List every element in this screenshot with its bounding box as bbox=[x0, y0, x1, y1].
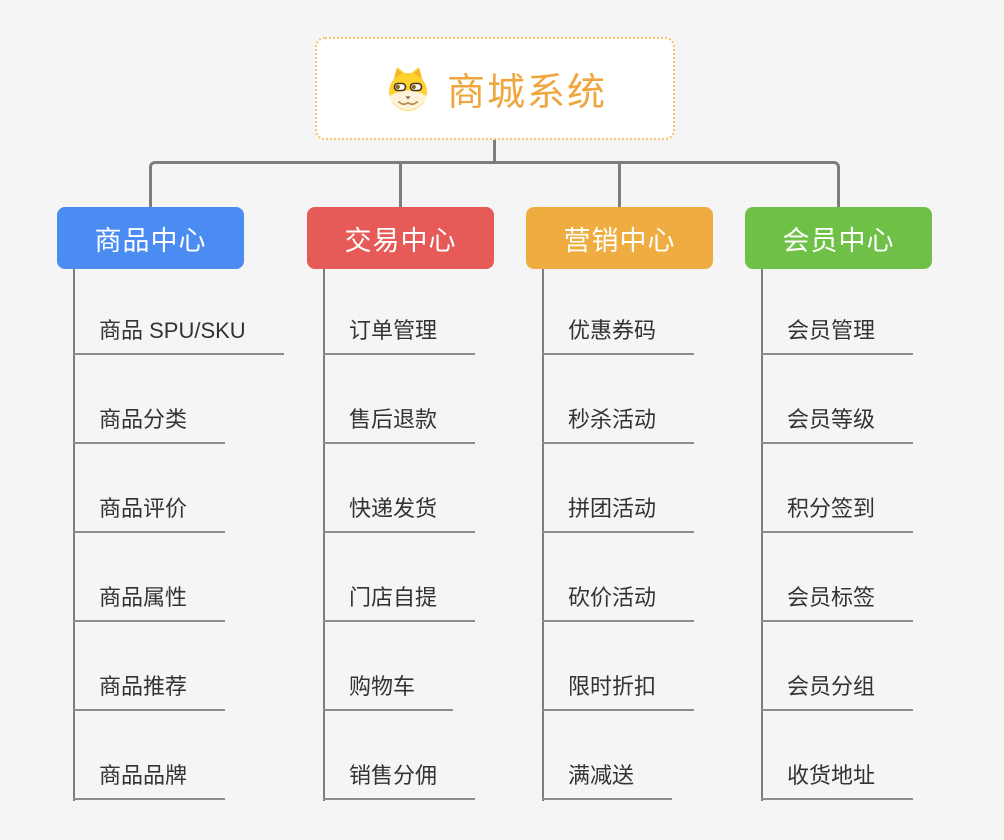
leaf-node[interactable]: 收货地址 bbox=[761, 761, 914, 800]
branch-column-member: 会员管理 会员等级 积分签到 会员标签 会员分组 收货地址 bbox=[745, 269, 985, 809]
trunk-connector bbox=[323, 269, 325, 801]
branch-node-trade[interactable]: 交易中心 bbox=[307, 207, 494, 269]
leaf-node[interactable]: 商品评价 bbox=[73, 494, 226, 533]
leaf-node[interactable]: 商品推荐 bbox=[73, 672, 226, 711]
branch-node-marketing[interactable]: 营销中心 bbox=[526, 207, 713, 269]
leaf-node[interactable]: 会员标签 bbox=[761, 583, 914, 622]
leaf-node[interactable]: 订单管理 bbox=[323, 316, 476, 355]
leaf-node[interactable]: 秒杀活动 bbox=[542, 405, 695, 444]
root-title: 商城系统 bbox=[446, 72, 607, 114]
leaf-node[interactable]: 购物车 bbox=[323, 672, 454, 711]
leaf-node[interactable]: 拼团活动 bbox=[542, 494, 695, 533]
root-node[interactable]: 商城系统 bbox=[315, 37, 675, 140]
leaf-node[interactable]: 门店自提 bbox=[323, 583, 476, 622]
branch-node-member[interactable]: 会员中心 bbox=[745, 207, 932, 269]
branch-column-product: 商品 SPU/SKU 商品分类 商品评价 商品属性 商品推荐 商品品牌 bbox=[57, 269, 297, 809]
root-stem-connector bbox=[493, 140, 496, 164]
branch-node-product[interactable]: 商品中心 bbox=[57, 207, 244, 269]
leaf-node[interactable]: 售后退款 bbox=[323, 405, 476, 444]
leaf-node[interactable]: 商品分类 bbox=[73, 405, 226, 444]
trunk-connector bbox=[542, 269, 544, 801]
drop-connector bbox=[399, 161, 402, 207]
drop-connector bbox=[618, 161, 621, 207]
trunk-connector bbox=[73, 269, 75, 801]
leaf-node[interactable]: 商品 SPU/SKU bbox=[73, 316, 284, 355]
leaf-node[interactable]: 积分签到 bbox=[761, 494, 914, 533]
leaf-node[interactable]: 商品属性 bbox=[73, 583, 226, 622]
branch-bus-connector bbox=[149, 161, 840, 207]
leaf-node[interactable]: 优惠券码 bbox=[542, 316, 695, 355]
leaf-node[interactable]: 砍价活动 bbox=[542, 583, 695, 622]
trunk-connector bbox=[761, 269, 763, 801]
branch-column-trade: 订单管理 售后退款 快递发货 门店自提 购物车 销售分佣 bbox=[307, 269, 547, 809]
doge-icon bbox=[388, 66, 427, 111]
leaf-node[interactable]: 会员分组 bbox=[761, 672, 914, 711]
leaf-node[interactable]: 会员等级 bbox=[761, 405, 914, 444]
branch-column-marketing: 优惠券码 秒杀活动 拼团活动 砍价活动 限时折扣 满减送 bbox=[526, 269, 766, 809]
leaf-node[interactable]: 满减送 bbox=[542, 761, 673, 800]
leaf-node[interactable]: 销售分佣 bbox=[323, 761, 476, 800]
leaf-node[interactable]: 快递发货 bbox=[323, 494, 476, 533]
leaf-node[interactable]: 限时折扣 bbox=[542, 672, 695, 711]
leaf-node[interactable]: 会员管理 bbox=[761, 316, 914, 355]
leaf-node[interactable]: 商品品牌 bbox=[73, 761, 226, 800]
